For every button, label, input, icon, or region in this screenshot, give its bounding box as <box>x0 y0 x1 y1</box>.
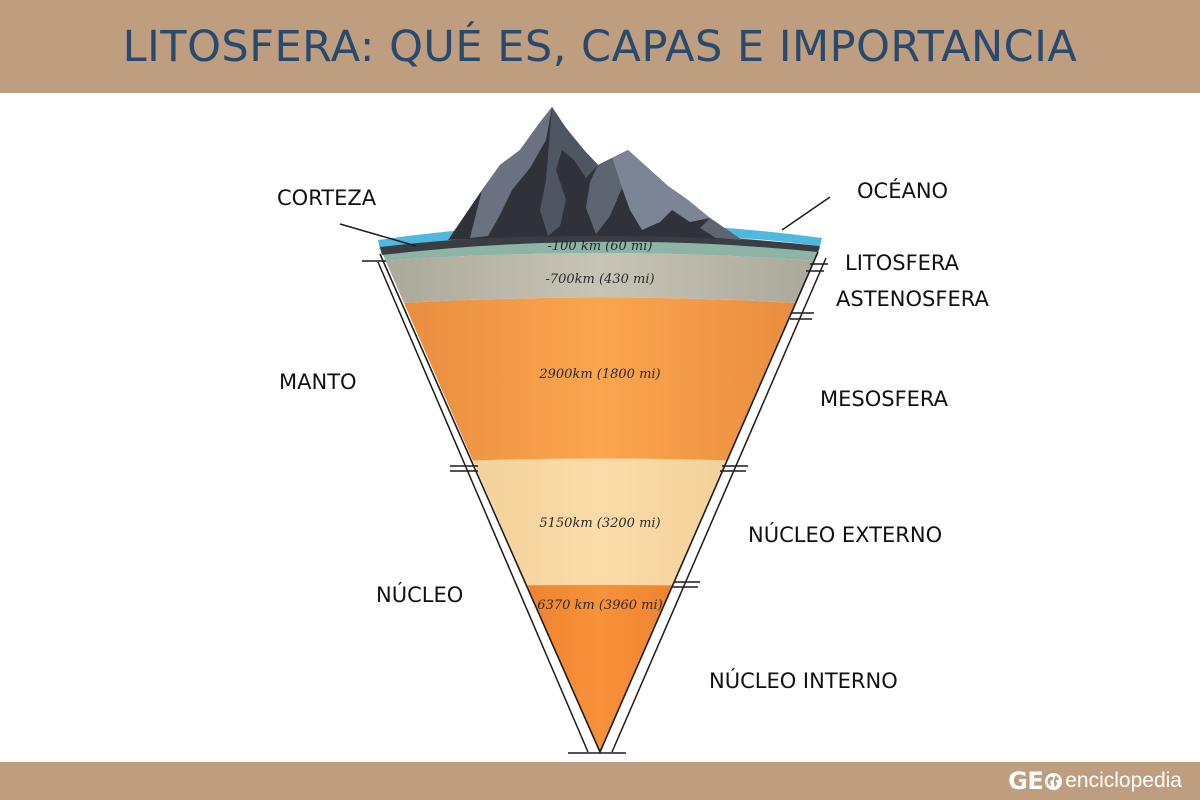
label-oceano: OCÉANO <box>857 178 948 203</box>
label-nucleo-interno: NÚCLEO INTERNO <box>709 668 898 693</box>
crust-surface <box>380 234 820 255</box>
oceano-pointer <box>781 196 831 231</box>
cone-outline <box>379 251 819 754</box>
mesosfera-layer <box>380 297 820 465</box>
depth-mesosfera: 2900km (1800 mi) <box>538 367 660 382</box>
label-mesosfera: MESOSFERA <box>820 387 949 411</box>
footer-banner <box>0 762 1200 800</box>
mountain-range <box>448 107 742 240</box>
logo-enciclopedia-text: enciclopedia <box>1065 769 1182 792</box>
title-banner: LITOSFERA: QUÉ ES, CAPAS E IMPORTANCIA <box>0 0 1200 93</box>
label-astenosfera: ASTENOSFERA <box>836 287 989 311</box>
astenosfera-layer <box>380 253 820 305</box>
label-nucleo-externo: NÚCLEO EXTERNO <box>748 522 942 547</box>
page-title: LITOSFERA: QUÉ ES, CAPAS E IMPORTANCIA <box>122 21 1078 72</box>
geoenciclopedia-logo: GE enciclopedia <box>1008 766 1182 796</box>
depth-nucleo-externo: 5150km (3200 mi) <box>539 516 660 531</box>
globe-icon <box>1045 772 1063 790</box>
right-scale <box>611 257 828 753</box>
logo-geo-text: GE <box>1008 767 1044 795</box>
label-nucleo: NÚCLEO <box>376 582 463 607</box>
label-litosfera: LITOSFERA <box>845 251 960 275</box>
label-corteza: CORTEZA <box>277 186 377 210</box>
depth-astenosfera: -700km (430 mi) <box>545 272 654 287</box>
corteza-pointer <box>339 223 417 247</box>
depth-nucleo-interno: 6370 km (3960 mi) <box>537 598 662 613</box>
label-manto: MANTO <box>279 370 357 394</box>
left-scale <box>362 260 626 754</box>
depth-litosfera: -100 km (60 mi) <box>548 239 653 254</box>
